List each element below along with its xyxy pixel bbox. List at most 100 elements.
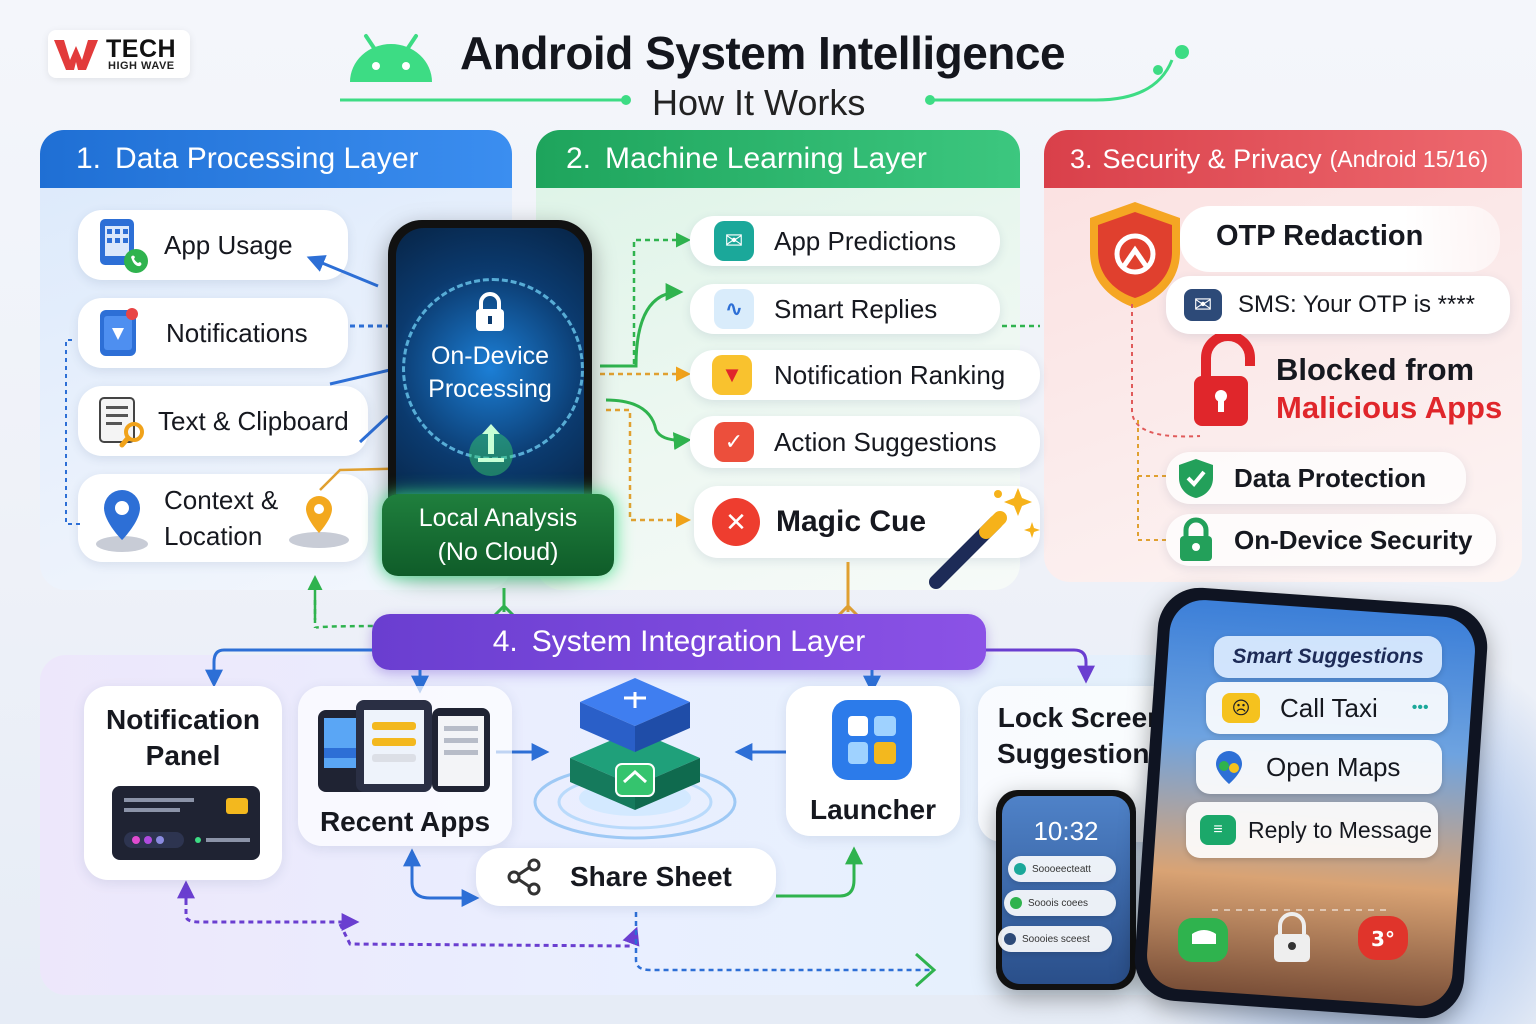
- central-stack-icon: [533, 678, 737, 840]
- layer1-number: 1.: [76, 142, 102, 175]
- shield-icon: [1090, 202, 1180, 308]
- more-dots-icon: •••: [1411, 699, 1429, 716]
- layer2-item-label: Notification Ranking: [774, 359, 1006, 390]
- page-subtitle: How It Works: [652, 82, 866, 123]
- layer2-item-label: Action Suggestions: [774, 426, 997, 457]
- big-phone-dock: 3°: [1178, 909, 1408, 962]
- lock-screen-suggestion: Soooies sceest: [998, 926, 1112, 952]
- layer3-panel: [1044, 130, 1522, 582]
- launcher-label: Launcher: [809, 794, 937, 825]
- lock-screen-suggestion-label: Soooeecteatt: [1032, 863, 1091, 875]
- share-sheet-label: Share Sheet: [570, 860, 732, 892]
- notification-panel-icon: [112, 786, 260, 860]
- lock-screen-suggestion: Sooois coees: [1004, 890, 1116, 916]
- padlock-icon: [1180, 517, 1212, 561]
- big-phone-suggestion-label: Open Maps: [1266, 751, 1401, 782]
- layer2-title: Machine Learning Layer: [605, 142, 927, 175]
- layer3-item-on-device-security: On-Device Security: [1166, 514, 1496, 566]
- action-suggestions-icon: ✓: [714, 422, 754, 462]
- layer1-item-notifications: Notifications: [78, 298, 348, 368]
- blocked-line1: Blocked from: [1276, 352, 1475, 387]
- svg-text:3°: 3°: [1371, 927, 1395, 951]
- lock-screen-suggestion-label: Sooois coees: [1028, 897, 1089, 909]
- big-phone-header-label: Smart Suggestions: [1232, 645, 1424, 668]
- brand-name: TECH: [106, 35, 177, 63]
- layer2-item-notification-ranking: ▼ Notification Ranking: [690, 350, 1040, 400]
- layer2-item-action-suggestions: ✓ Action Suggestions: [690, 416, 1040, 468]
- notification-icon: [100, 308, 138, 356]
- recent-apps-label: Recent Apps: [319, 806, 491, 837]
- title-underline-decoration: [340, 45, 1189, 105]
- sms-otp-message: ✉ SMS: Your OTP is ****: [1166, 276, 1510, 334]
- big-phone-suggestion-reply[interactable]: ≡ Reply to Message: [1186, 802, 1438, 858]
- upload-arrow-icon: [469, 424, 513, 476]
- sms-text: SMS: Your OTP is ****: [1238, 291, 1475, 318]
- layer1-item-text-clipboard: Text & Clipboard: [78, 386, 368, 456]
- clipboard-icon: [99, 397, 144, 448]
- layer4-title: System Integration Layer: [531, 625, 866, 658]
- center-phone-text: On-Device Processing: [396, 340, 584, 406]
- layer3-title: Security & Privacy: [1102, 143, 1322, 174]
- big-phone-suggestion-label: Call Taxi: [1280, 692, 1378, 723]
- big-phone-suggestion-call-taxi[interactable]: ☹ Call Taxi •••: [1206, 682, 1448, 734]
- layer3-header: 3. Security & Privacy (Android 15/16): [1044, 130, 1522, 188]
- local-analysis-badge: Local Analysis (No Cloud): [382, 494, 614, 576]
- location-pin-icon: [96, 490, 148, 552]
- layer4-connectors: [177, 648, 1095, 988]
- layer2-item-label: App Predictions: [774, 225, 957, 256]
- unlocked-padlock-icon: [1194, 334, 1255, 426]
- message-icon: ≡: [1200, 815, 1236, 845]
- layer1-item-label: Location: [164, 521, 263, 551]
- lock-icon: [476, 292, 504, 331]
- share-sheet-card: Share Sheet: [476, 848, 776, 906]
- page-title: Android System Intelligence: [460, 27, 1066, 79]
- launcher-icon: [832, 700, 912, 780]
- layer1-header: 1. Data Processing Layer: [40, 130, 512, 188]
- layer2-number: 2.: [566, 142, 592, 175]
- big-phone-header: Smart Suggestions: [1214, 636, 1442, 678]
- center-phone-line2: Processing: [428, 375, 552, 403]
- map-pin-icon: [289, 496, 350, 548]
- notification-panel-line2: Panel: [145, 740, 221, 772]
- layer3-item-data-protection: Data Protection: [1166, 452, 1466, 504]
- recent-apps-icon: [318, 700, 490, 792]
- layer1-connectors: [65, 232, 1040, 630]
- suggestion-dot-icon: [1004, 933, 1016, 945]
- layer2-item-smart-replies: ∿ Smart Replies: [690, 284, 1000, 334]
- otp-redaction-card: [1180, 206, 1500, 272]
- layer1-item-app-usage: App Usage: [78, 210, 348, 280]
- layer3-connectors: [1131, 304, 1201, 541]
- local-analysis-line1: Local Analysis: [418, 504, 578, 532]
- android-icon: [350, 34, 432, 82]
- shield-check-icon: [1179, 459, 1213, 498]
- lock-screen-time: 10:32: [1033, 816, 1099, 846]
- taxi-face-icon: ☹: [1222, 693, 1260, 723]
- layer1-item-label: Context &: [164, 485, 279, 515]
- big-phone-suggestion-open-maps[interactable]: Open Maps: [1196, 740, 1442, 794]
- brand-tagline: HIGH WAVE: [108, 60, 175, 72]
- layer4-header: 4. System Integration Layer: [372, 614, 986, 670]
- suggestion-dot-icon: [1010, 897, 1022, 909]
- suggestion-dot-icon: [1014, 863, 1026, 875]
- layer3-title-note: (Android 15/16): [1329, 145, 1489, 172]
- blocked-line2: Malicious Apps: [1276, 390, 1503, 425]
- layer2-item-magic-cue: ✕ Magic Cue: [694, 486, 1040, 558]
- app-usage-icon: [100, 219, 148, 273]
- magic-cue-icon: ✕: [712, 498, 760, 546]
- smart-replies-icon: ∿: [714, 289, 754, 329]
- layer2-item-label: Magic Cue: [776, 505, 927, 538]
- layer3-item-label: Data Protection: [1234, 462, 1427, 493]
- layer4-number: 4.: [492, 625, 518, 658]
- share-icon: [507, 858, 541, 896]
- layer2-header: 2. Machine Learning Layer: [536, 130, 1020, 188]
- magic-wand-icon: [929, 488, 1040, 589]
- center-phone-line1: On-Device: [430, 342, 550, 370]
- layer3-number: 3.: [1070, 143, 1093, 174]
- notification-ranking-icon: ▼: [712, 355, 752, 395]
- maps-icon: [1216, 751, 1242, 784]
- sms-message-icon: ✉: [1184, 289, 1222, 321]
- notification-panel-line1: Notification: [106, 704, 260, 735]
- launcher-card: Launcher: [786, 686, 960, 836]
- notification-panel-card: Notification Panel: [84, 686, 282, 880]
- lock-screen-suggestion-label: Soooies sceest: [1022, 933, 1090, 945]
